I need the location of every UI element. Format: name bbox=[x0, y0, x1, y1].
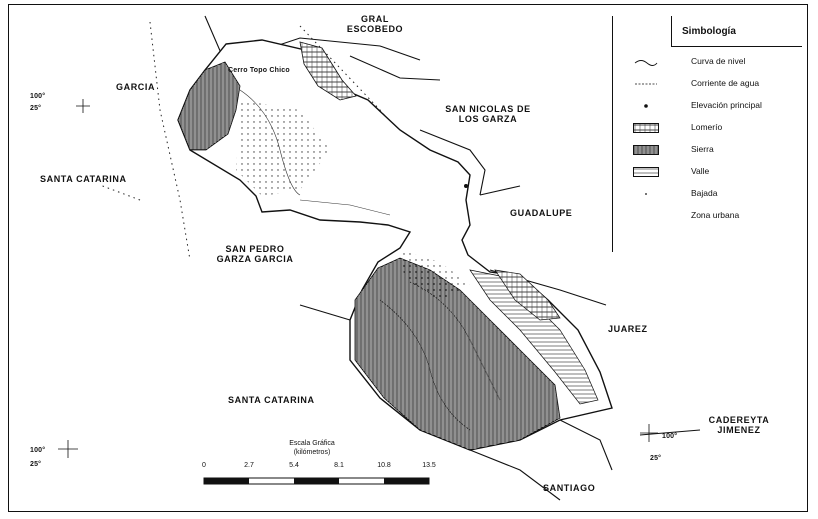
label-guadalupe: GUADALUPE bbox=[510, 208, 573, 218]
label-gral-escobedo: GRAL ESCOBEDO bbox=[346, 14, 404, 34]
coord-sw-lat: 25° bbox=[30, 461, 42, 468]
label-santa-catarina-north: SANTA CATARINA bbox=[40, 174, 127, 184]
sierra-northwest bbox=[177, 61, 241, 151]
legend-item-contour: Curva de nivel bbox=[613, 54, 801, 72]
legend-item-label: Bajada bbox=[691, 188, 718, 198]
legend-item-peak: Elevación principal bbox=[613, 98, 801, 116]
hills-escobedo bbox=[299, 41, 357, 101]
label-san-pedro: SAN PEDRO GARZA GARCIA bbox=[216, 244, 294, 264]
coord-se-lon: 100° bbox=[662, 433, 678, 440]
hatch-valley-symbol-icon bbox=[633, 167, 659, 177]
hatch-sierra-symbol-icon bbox=[633, 145, 659, 155]
legend-title-row: Simbología bbox=[671, 16, 802, 47]
peak-marker bbox=[464, 184, 468, 188]
legend-item-label: Lomerío bbox=[691, 122, 723, 132]
label-cadereyta: CADEREYTA JIMENEZ bbox=[708, 415, 770, 435]
scale-tick-label: 0 bbox=[202, 462, 206, 469]
coord-nw-lon: 100° bbox=[30, 93, 46, 100]
label-cerro-topo-chico: Cerro Topo Chico bbox=[228, 67, 290, 74]
legend-item-stream: Corriente de agua bbox=[613, 76, 801, 94]
contour-symbol-icon bbox=[633, 57, 659, 67]
scale-tick-label: 5.4 bbox=[289, 462, 299, 469]
label-santiago: SANTIAGO bbox=[543, 483, 596, 493]
legend-title: Simbología bbox=[682, 26, 736, 37]
legend-item-label: Valle bbox=[691, 166, 710, 176]
legend-item-hatch-sierra: Sierra bbox=[613, 142, 801, 160]
legend-item-dot: Bajada bbox=[613, 186, 801, 204]
bajada-dots-south bbox=[400, 250, 470, 300]
none-symbol-icon bbox=[633, 211, 659, 221]
scale-tick-label: 13.5 bbox=[422, 462, 436, 469]
scale-tick-label: 10.8 bbox=[377, 462, 391, 469]
contour-lines bbox=[239, 89, 501, 431]
label-juarez: JUAREZ bbox=[608, 324, 648, 334]
label-san-nicolas: SAN NICOLAS DE LOS GARZA bbox=[445, 104, 531, 124]
legend-item-hatch-hills: Lomerío bbox=[613, 120, 801, 138]
coord-cross-se bbox=[640, 424, 658, 442]
legend-item-label: Curva de nivel bbox=[691, 56, 746, 66]
bajada-dots bbox=[236, 100, 330, 196]
legend-item-label: Corriente de agua bbox=[691, 78, 760, 88]
scale-title: Escala Gráfica bbox=[289, 440, 335, 447]
scale-bar-graphic bbox=[203, 477, 430, 485]
label-garcia: GARCIA bbox=[116, 82, 156, 92]
coord-se-lat: 25° bbox=[650, 455, 662, 462]
dot-symbol-icon bbox=[633, 189, 659, 199]
coord-cross-nw bbox=[76, 99, 90, 113]
legend-item-hatch-valley: Valle bbox=[613, 164, 801, 182]
legend-item-none: Zona urbana bbox=[613, 208, 801, 226]
legend-item-label: Sierra bbox=[691, 144, 714, 154]
scale-bar: Escala Gráfica (kilómetros) 0 2.7 5.4 8.1 10… bbox=[190, 440, 480, 506]
coord-nw-lat: 25° bbox=[30, 105, 42, 112]
legend-item-label: Zona urbana bbox=[691, 210, 740, 220]
legend-item-label: Elevación principal bbox=[691, 100, 762, 110]
hatch-hills-symbol-icon bbox=[633, 123, 659, 133]
peak-symbol-icon bbox=[633, 101, 659, 111]
coord-cross-sw bbox=[58, 440, 78, 458]
label-santa-catarina-south: SANTA CATARINA bbox=[228, 395, 315, 405]
stream-symbol-icon bbox=[633, 79, 659, 89]
ridge-east bbox=[494, 269, 561, 321]
scale-tick-label: 2.7 bbox=[244, 462, 254, 469]
scale-unit: (kilómetros) bbox=[293, 449, 331, 456]
scale-tick-label: 8.1 bbox=[334, 462, 344, 469]
coord-sw-lon: 100° bbox=[30, 447, 46, 454]
